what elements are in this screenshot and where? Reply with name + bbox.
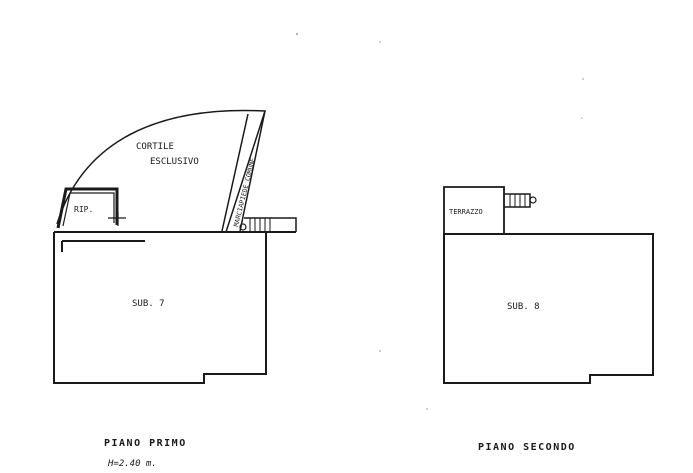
first-floor-plan: CORTILE ESCLUSIVO MARCIAPIEDE COMUNE RIP… [53,109,297,469]
first-floor-height-note: H=2.40 m. [107,459,157,469]
scan-specks [296,33,584,410]
sub8-label: SUB. 8 [507,302,540,312]
sub8-outline [443,233,654,384]
storage-room-inner [62,192,115,227]
sub7-outline [53,231,296,384]
courtyard-label-line2: ESCLUSIVO [150,157,199,167]
second-floor-plan: TERRAZZO SUB. 8 PIANO SECONDO [443,186,654,453]
terrace-label: TERRAZZO [449,208,483,216]
sub7-inner-wall [61,240,145,252]
first-floor-stairs [244,217,297,232]
storage-room-outline [56,187,119,229]
sidewalk-strip [221,110,266,232]
sub7-label: SUB. 7 [132,299,165,309]
storage-room-door [108,212,126,226]
sidewalk-marker-circle [239,223,247,231]
terrace-stairs [504,193,537,208]
courtyard-label-line1: CORTILE [136,142,174,152]
second-floor-caption: PIANO SECONDO [478,442,576,453]
storage-label: RIP. [74,205,93,214]
first-floor-caption: PIANO PRIMO [104,438,187,449]
